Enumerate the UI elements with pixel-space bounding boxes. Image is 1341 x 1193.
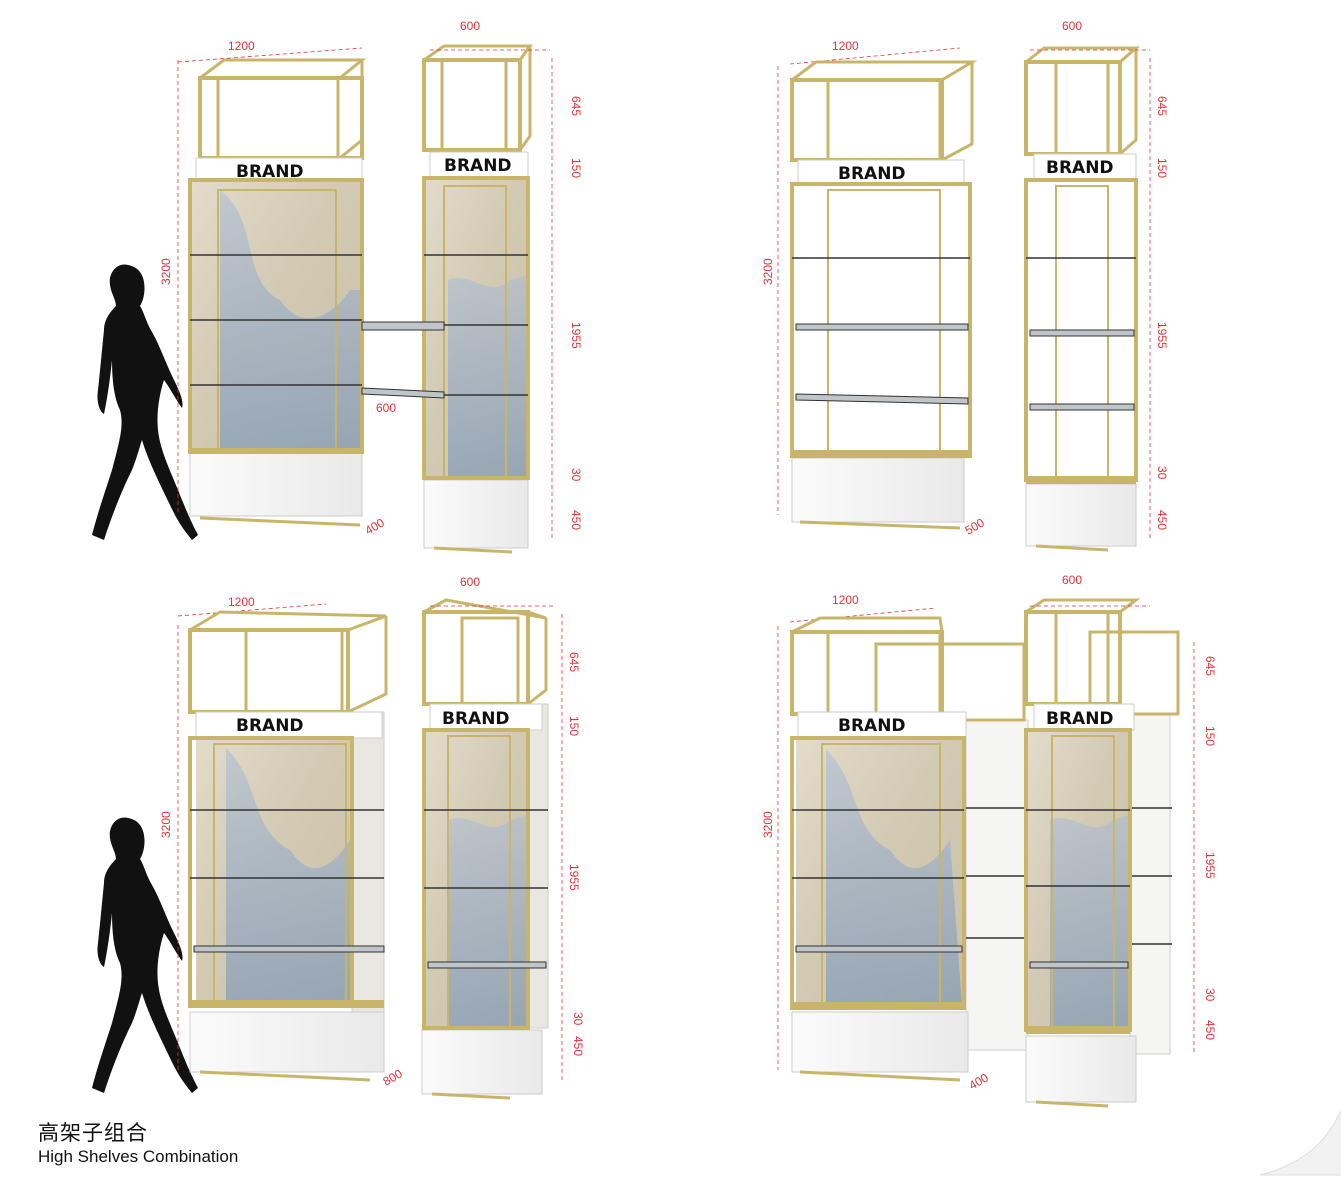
combination-2: 1200 3200 BRAND BRAND 600 645 150 1955: [761, 19, 1169, 552]
dim-width-wide: 1200: [228, 595, 255, 609]
dim-shelving: 1955: [1203, 852, 1217, 879]
dim-height-total: 3200: [761, 811, 775, 838]
dim-height-total: 3200: [761, 258, 775, 285]
dim-shelving: 1955: [569, 322, 583, 349]
dim-width-narrow: 600: [460, 575, 480, 589]
dim-depth: 400: [967, 1070, 992, 1092]
dim-width-wide: 1200: [832, 39, 859, 53]
dim-brand-band: 150: [1155, 158, 1169, 178]
brand-label: BRAND: [444, 156, 512, 176]
dim-shelving: 1955: [567, 864, 581, 891]
dim-plinth-gap: 30: [1203, 988, 1217, 1002]
combination-3: 1200 3200 BRAND BRAND 600: [92, 575, 585, 1100]
woman-silhouette: [92, 817, 198, 1093]
dim-connector-shelf: 600: [376, 401, 396, 415]
dim-plinth-gap: 30: [1155, 466, 1169, 480]
brand-label: BRAND: [442, 709, 510, 729]
brand-label: BRAND: [1046, 158, 1114, 178]
brand-label: BRAND: [236, 162, 304, 182]
dim-plinth-gap: 30: [571, 1012, 585, 1026]
dim-top-frame: 645: [567, 652, 581, 672]
dim-depth: 500: [963, 515, 988, 537]
dim-height-total: 3200: [159, 811, 173, 838]
brand-label: BRAND: [236, 716, 304, 736]
caption-title-en: High Shelves Combination: [38, 1147, 239, 1166]
caption-title-cn: 高架子组合: [38, 1121, 148, 1145]
dim-width-narrow: 600: [460, 19, 480, 33]
combination-4: 1200 3200 BRAND: [761, 573, 1217, 1108]
dim-base: 450: [1155, 510, 1169, 530]
dim-width-narrow: 600: [1062, 573, 1082, 587]
dim-base: 450: [571, 1036, 585, 1056]
dim-shelving: 1955: [1155, 322, 1169, 349]
dim-depth: 400: [363, 515, 388, 537]
dim-brand-band: 150: [569, 158, 583, 178]
dim-brand-band: 150: [1203, 726, 1217, 746]
dim-top-frame: 645: [569, 96, 583, 116]
page-corner-curve: [1259, 1109, 1341, 1176]
dim-width-wide: 1200: [228, 39, 255, 53]
brand-label: BRAND: [838, 716, 906, 736]
dim-plinth-gap: 30: [569, 468, 583, 482]
dim-base: 450: [1203, 1020, 1217, 1040]
dim-top-frame: 645: [1203, 656, 1217, 676]
brand-label: BRAND: [838, 164, 906, 184]
dim-base: 450: [569, 510, 583, 530]
caption: 高架子组合 High Shelves Combination: [38, 1120, 238, 1168]
woman-silhouette: [92, 264, 198, 540]
dim-width-narrow: 600: [1062, 19, 1082, 33]
dim-height-total: 3200: [159, 258, 173, 285]
dim-top-frame: 645: [1155, 96, 1169, 116]
dim-brand-band: 150: [567, 716, 581, 736]
brand-label: BRAND: [1046, 709, 1114, 729]
combination-1: 1200 3200 BRAND BRAND: [92, 19, 583, 554]
dim-width-wide: 1200: [832, 593, 859, 607]
